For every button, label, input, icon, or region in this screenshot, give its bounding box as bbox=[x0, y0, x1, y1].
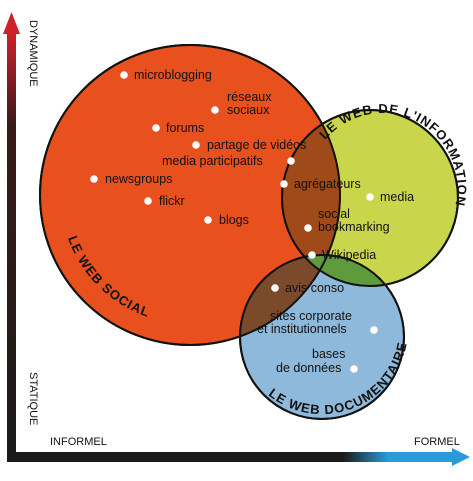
overlap-social-information bbox=[282, 110, 340, 286]
item-sites-corporate: sites corporate et institutionnels bbox=[257, 309, 378, 336]
item-bases-de-donnees: bases de données bbox=[276, 347, 358, 375]
svg-text:réseaux: réseaux bbox=[227, 90, 272, 104]
item-media: media bbox=[366, 190, 414, 204]
item-avis-conso: avis conso bbox=[271, 281, 344, 295]
svg-text:flickr: flickr bbox=[159, 194, 185, 208]
item-partage-videos: partage de vidéos bbox=[192, 138, 306, 152]
horizontal-axis-arrow bbox=[452, 448, 470, 466]
svg-text:media participatifs: media participatifs bbox=[162, 154, 263, 168]
item-agregateurs: agrégateurs bbox=[280, 177, 361, 191]
vertical-axis-bar bbox=[7, 32, 16, 454]
item-flickr: flickr bbox=[144, 194, 185, 208]
svg-text:bases: bases bbox=[312, 347, 345, 361]
svg-text:et institutionnels: et institutionnels bbox=[257, 322, 347, 336]
svg-text:partage de vidéos: partage de vidéos bbox=[207, 138, 306, 152]
svg-text:Wikipedia: Wikipedia bbox=[322, 248, 376, 262]
svg-text:de données: de données bbox=[276, 361, 341, 375]
item-social-bookmarking: social bookmarking bbox=[304, 207, 390, 234]
svg-text:media: media bbox=[380, 190, 414, 204]
svg-text:blogs: blogs bbox=[219, 213, 249, 227]
axis-label-formel: FORMEL bbox=[414, 436, 460, 448]
horizontal-axis-bar bbox=[7, 452, 455, 462]
axis-label-dynamique: DYNAMIQUE bbox=[27, 20, 39, 87]
svg-text:social: social bbox=[318, 207, 350, 221]
svg-text:forums: forums bbox=[166, 121, 204, 135]
item-microblogging: microblogging bbox=[120, 68, 212, 82]
axis-label-informel: INFORMEL bbox=[50, 436, 107, 448]
item-wikipedia: Wikipedia bbox=[308, 248, 376, 262]
svg-text:agrégateurs: agrégateurs bbox=[294, 177, 361, 191]
item-reseaux-sociaux: réseaux sociaux bbox=[211, 90, 272, 117]
svg-text:microblogging: microblogging bbox=[134, 68, 212, 82]
svg-text:sociaux: sociaux bbox=[227, 103, 270, 117]
svg-text:newsgroups: newsgroups bbox=[105, 172, 172, 186]
item-forums: forums bbox=[152, 121, 204, 135]
item-media-participatifs: media participatifs bbox=[162, 154, 295, 168]
svg-text:avis conso: avis conso bbox=[285, 281, 344, 295]
svg-text:sites corporate: sites corporate bbox=[270, 309, 352, 323]
item-newsgroups: newsgroups bbox=[90, 172, 172, 186]
axis-label-statique: STATIQUE bbox=[27, 372, 39, 425]
svg-text:bookmarking: bookmarking bbox=[318, 220, 390, 234]
vertical-axis-arrow bbox=[3, 12, 20, 34]
item-blogs: blogs bbox=[204, 213, 249, 227]
